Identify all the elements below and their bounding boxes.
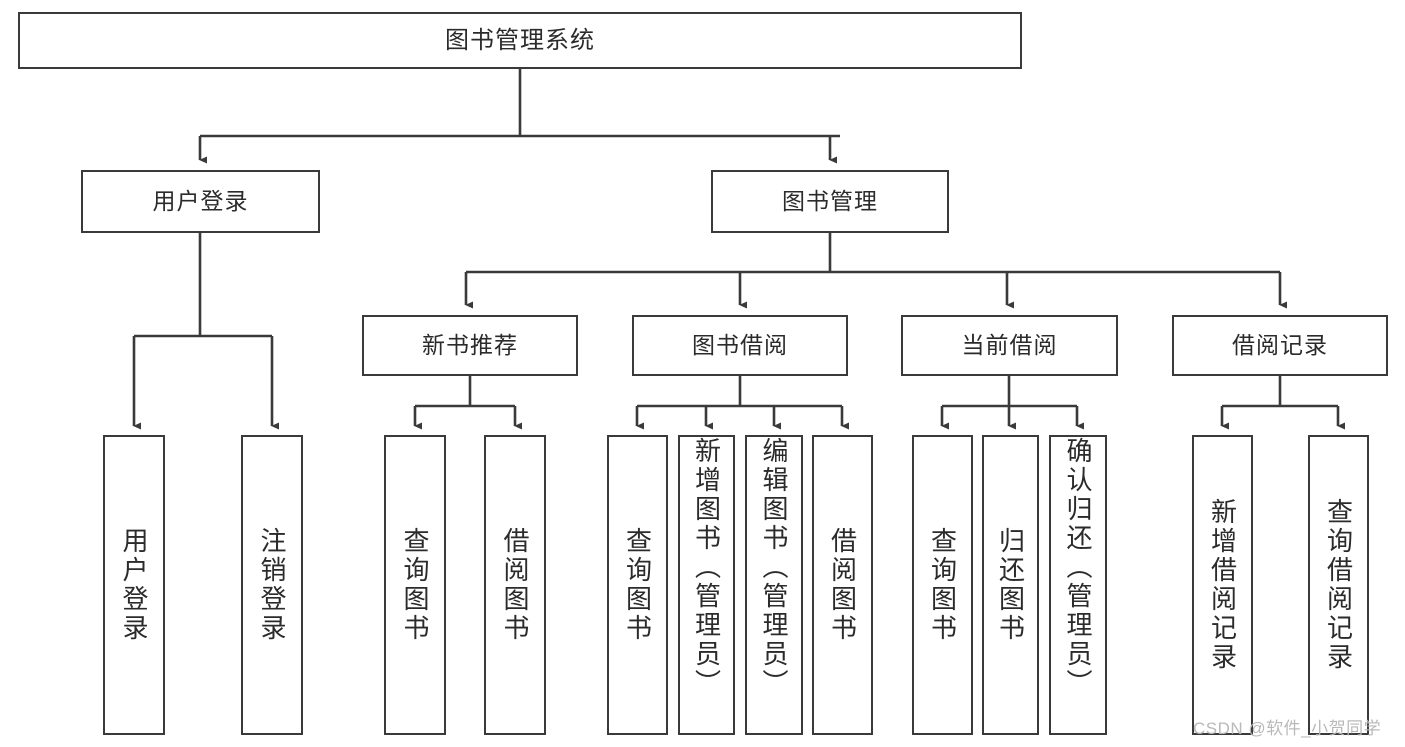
- node-current-borrow[interactable]: 当前借阅: [901, 315, 1118, 376]
- node-label: 注销登录: [257, 527, 287, 643]
- node-label: 图书管理: [782, 188, 878, 215]
- node-label: 用户登录: [152, 188, 249, 215]
- node-label: 查询图书: [400, 527, 430, 643]
- node-label: 借阅图书: [500, 527, 530, 643]
- leaf-current-borrow-return-book[interactable]: 归还图书: [982, 435, 1039, 735]
- node-label: 新书推荐: [422, 332, 518, 359]
- node-label: 图书管理系统: [445, 26, 595, 54]
- node-label: 新增图书（管理员）: [691, 437, 722, 698]
- node-label: 用户登录: [119, 527, 149, 643]
- leaf-borrow-record-add-record[interactable]: 新增借阅记录: [1192, 435, 1253, 735]
- leaf-book-borrow-edit-book-admin[interactable]: 编辑图书（管理员）: [745, 435, 803, 735]
- node-label: 查询图书: [622, 527, 653, 643]
- node-new-book-recommend[interactable]: 新书推荐: [362, 315, 578, 376]
- node-label: 查询图书: [927, 527, 958, 643]
- leaf-current-borrow-confirm-return-admin[interactable]: 确认归还（管理员）: [1049, 435, 1107, 735]
- leaf-new-book-borrow-book[interactable]: 借阅图书: [484, 435, 546, 735]
- leaf-borrow-record-query-record[interactable]: 查询借阅记录: [1308, 435, 1369, 735]
- node-label: 新增借阅记录: [1207, 498, 1238, 672]
- leaf-current-borrow-query-book[interactable]: 查询图书: [912, 435, 973, 735]
- node-label: 确认归还（管理员）: [1063, 437, 1093, 698]
- leaf-book-borrow-add-book-admin[interactable]: 新增图书（管理员）: [678, 435, 735, 735]
- leaf-user-login-login[interactable]: 用户登录: [103, 435, 165, 735]
- node-label: 借阅记录: [1232, 332, 1328, 359]
- leaf-book-borrow-query-book[interactable]: 查询图书: [607, 435, 668, 735]
- node-label: 当前借阅: [961, 332, 1058, 359]
- leaf-book-borrow-borrow-book[interactable]: 借阅图书: [812, 435, 873, 735]
- node-label: 图书借阅: [692, 332, 788, 359]
- leaf-user-login-logout[interactable]: 注销登录: [241, 435, 303, 735]
- node-label: 借阅图书: [827, 527, 858, 643]
- node-book-borrow[interactable]: 图书借阅: [632, 315, 848, 376]
- node-label: 归还图书: [995, 527, 1026, 643]
- node-book-management[interactable]: 图书管理: [711, 170, 949, 233]
- node-borrow-record[interactable]: 借阅记录: [1172, 315, 1388, 376]
- leaf-new-book-query-book[interactable]: 查询图书: [384, 435, 446, 735]
- node-label: 编辑图书（管理员）: [759, 437, 789, 698]
- node-label: 查询借阅记录: [1323, 498, 1354, 672]
- node-root-book-management-system[interactable]: 图书管理系统: [18, 12, 1022, 69]
- node-user-login[interactable]: 用户登录: [81, 170, 320, 233]
